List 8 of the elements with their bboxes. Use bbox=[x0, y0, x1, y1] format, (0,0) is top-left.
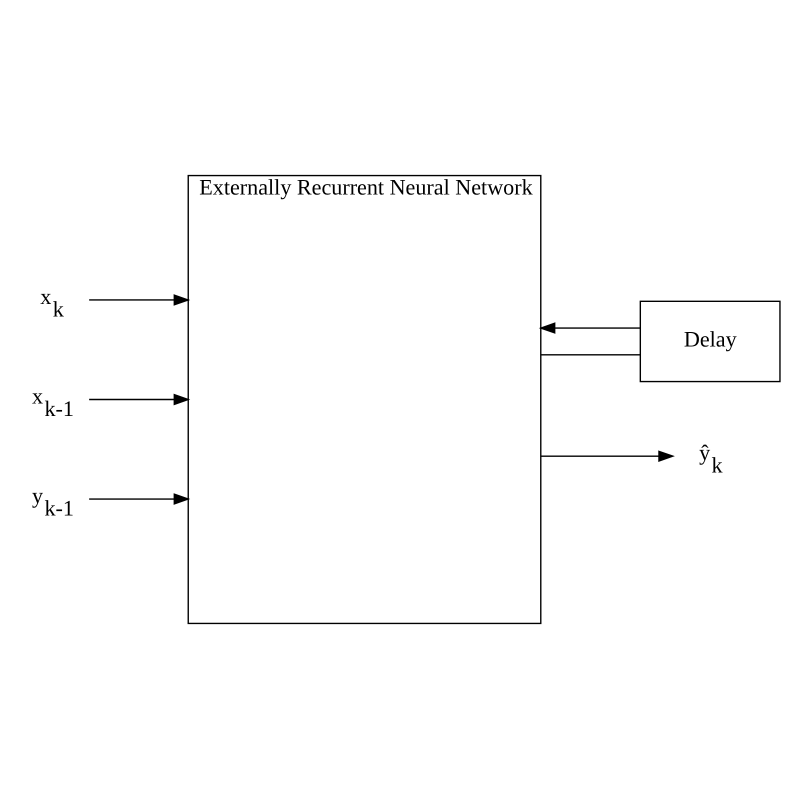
arrow bbox=[538, 322, 640, 334]
connector bbox=[540, 354, 640, 356]
arrow bbox=[89, 294, 190, 306]
node-box: Delay bbox=[640, 300, 781, 382]
arrow bbox=[89, 394, 190, 406]
node-box: Externally Recurrent Neural Network bbox=[188, 174, 542, 624]
arrow bbox=[540, 450, 675, 462]
arrow bbox=[89, 493, 190, 505]
